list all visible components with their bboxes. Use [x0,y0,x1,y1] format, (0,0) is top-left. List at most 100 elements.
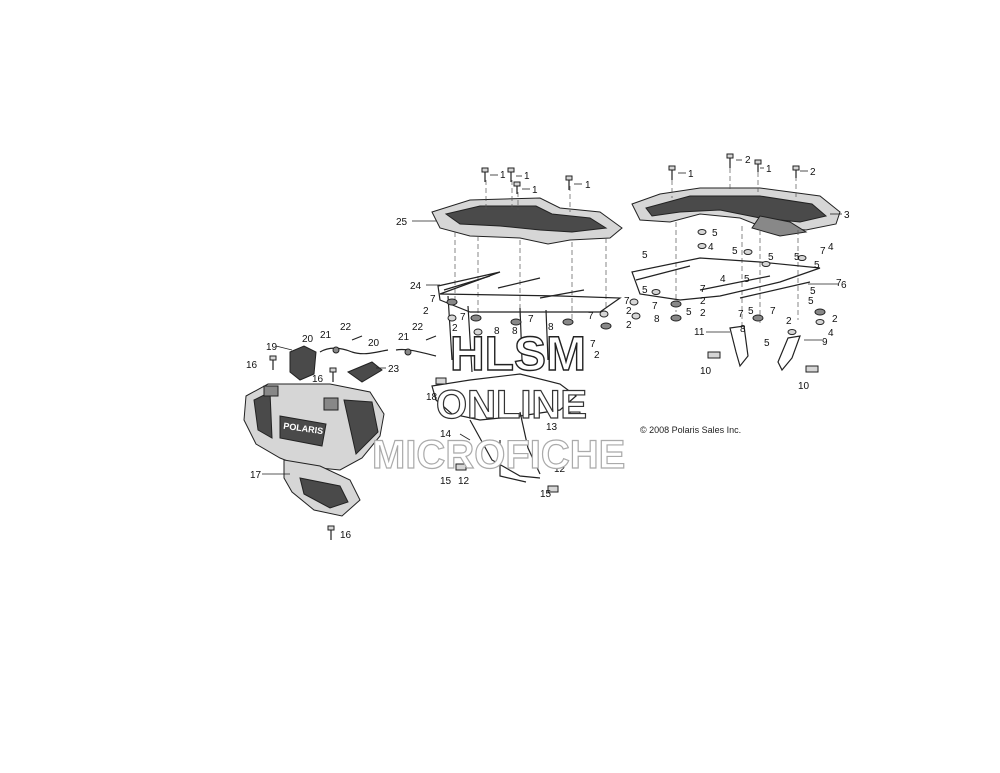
callout-22: 22 [412,322,424,333]
bolt-set-1 [481,167,573,194]
callout-5: 5 [732,246,738,257]
rear-rack-frame [631,257,821,301]
callout-15: 15 [540,489,552,500]
callout-21: 21 [320,330,332,341]
callout-2: 2 [810,167,816,178]
callout-5: 5 [764,338,770,349]
callout-7: 7 [770,306,776,317]
callout-2: 2 [626,306,632,317]
leader-lines [262,159,842,475]
callout-7: 7 [430,294,436,305]
callout-10: 10 [798,381,810,392]
callout-5: 5 [808,296,814,307]
callout-5: 5 [712,228,718,239]
callout-25: 25 [396,217,408,228]
callout-labels: 1 1 1 1 1 1 2 2 2 2 2 2 2 2 2 2 2 3 4 4 … [246,155,850,541]
callout-1: 1 [532,185,538,196]
callout-14: 14 [440,429,452,440]
watermark-line-3: MICROFICHE [372,433,625,477]
callout-2: 2 [786,316,792,327]
callout-4: 4 [828,242,834,253]
callout-1: 1 [585,180,591,191]
callout-7: 7 [738,309,744,320]
copyright-notice: © 2008 Polaris Sales Inc. [640,425,741,435]
callout-7: 7 [588,311,594,322]
callout-1: 1 [500,170,506,181]
callout-16: 16 [312,374,324,385]
callout-4: 4 [720,274,726,285]
callout-16: 16 [246,360,258,371]
callout-5: 5 [642,250,648,261]
callout-5: 5 [814,260,820,271]
callout-8: 8 [654,314,660,325]
callout-1: 1 [688,169,694,180]
callout-11: 11 [694,327,705,338]
watermark-line-1: HLSM [450,328,586,381]
callout-1: 1 [524,171,530,182]
callout-15: 15 [440,476,452,487]
callout-5: 5 [686,307,692,318]
callout-20: 20 [368,338,380,349]
watermark: HLSM ONLINE MICROFICHE [371,327,626,477]
callout-7: 7 [652,301,658,312]
callout-9: 9 [822,337,828,348]
callout-5: 5 [810,286,816,297]
callout-7: 7 [590,339,596,350]
front-rack-assembly [431,167,641,483]
front-rack-deck-shade [444,205,608,233]
callout-18: 18 [426,392,438,403]
callout-13: 13 [546,422,558,433]
callout-7: 7 [836,278,842,289]
front-rack-frame [437,271,622,313]
callout-7: 7 [624,296,630,307]
front-bumper-brace [431,373,577,421]
callout-12: 12 [458,476,470,487]
callout-5: 5 [744,274,750,285]
headlight-right [346,361,383,383]
callout-7: 7 [528,314,534,325]
callout-5: 5 [748,306,754,317]
callout-5: 5 [768,252,774,263]
callout-2: 2 [452,323,458,334]
callout-19: 19 [266,342,278,353]
callout-8: 8 [512,326,518,337]
callout-12: 12 [554,464,566,475]
callout-1: 1 [766,164,772,175]
callout-17: 17 [250,470,262,481]
callout-4: 4 [708,242,714,253]
watermark-line-2: ONLINE [436,383,587,427]
callout-21: 21 [398,332,410,343]
callout-20: 20 [302,334,314,345]
rear-rack-assembly [631,153,841,373]
callout-5: 5 [642,285,648,296]
callout-7: 7 [460,312,466,323]
callout-2: 2 [745,155,751,166]
callout-3: 3 [844,210,850,221]
callout-6: 6 [841,280,847,291]
front-bumper-assembly: POLARIS [243,335,581,540]
rear-support-bracket-right [777,335,801,372]
callout-5: 5 [794,252,800,263]
callout-8: 8 [494,326,500,337]
callout-2: 2 [423,306,429,317]
callout-7: 7 [700,284,706,295]
callout-2: 2 [700,308,706,319]
callout-7: 7 [820,246,826,257]
callout-23: 23 [388,364,400,375]
callout-16: 16 [340,530,352,541]
bolt-set-rear [668,153,800,180]
callout-22: 22 [340,322,352,333]
callout-2: 2 [700,296,706,307]
rear-support-bracket-left [729,325,749,368]
callout-8: 8 [548,322,554,333]
callout-24: 24 [410,281,422,292]
callout-2: 2 [594,350,600,361]
rear-rack-deck-shade [645,195,828,223]
callout-2: 2 [832,314,838,325]
callout-4: 4 [828,328,834,339]
hardware-rear [651,229,826,335]
hardware-front [446,298,641,336]
callout-2: 2 [626,320,632,331]
headlight-left [289,345,317,381]
